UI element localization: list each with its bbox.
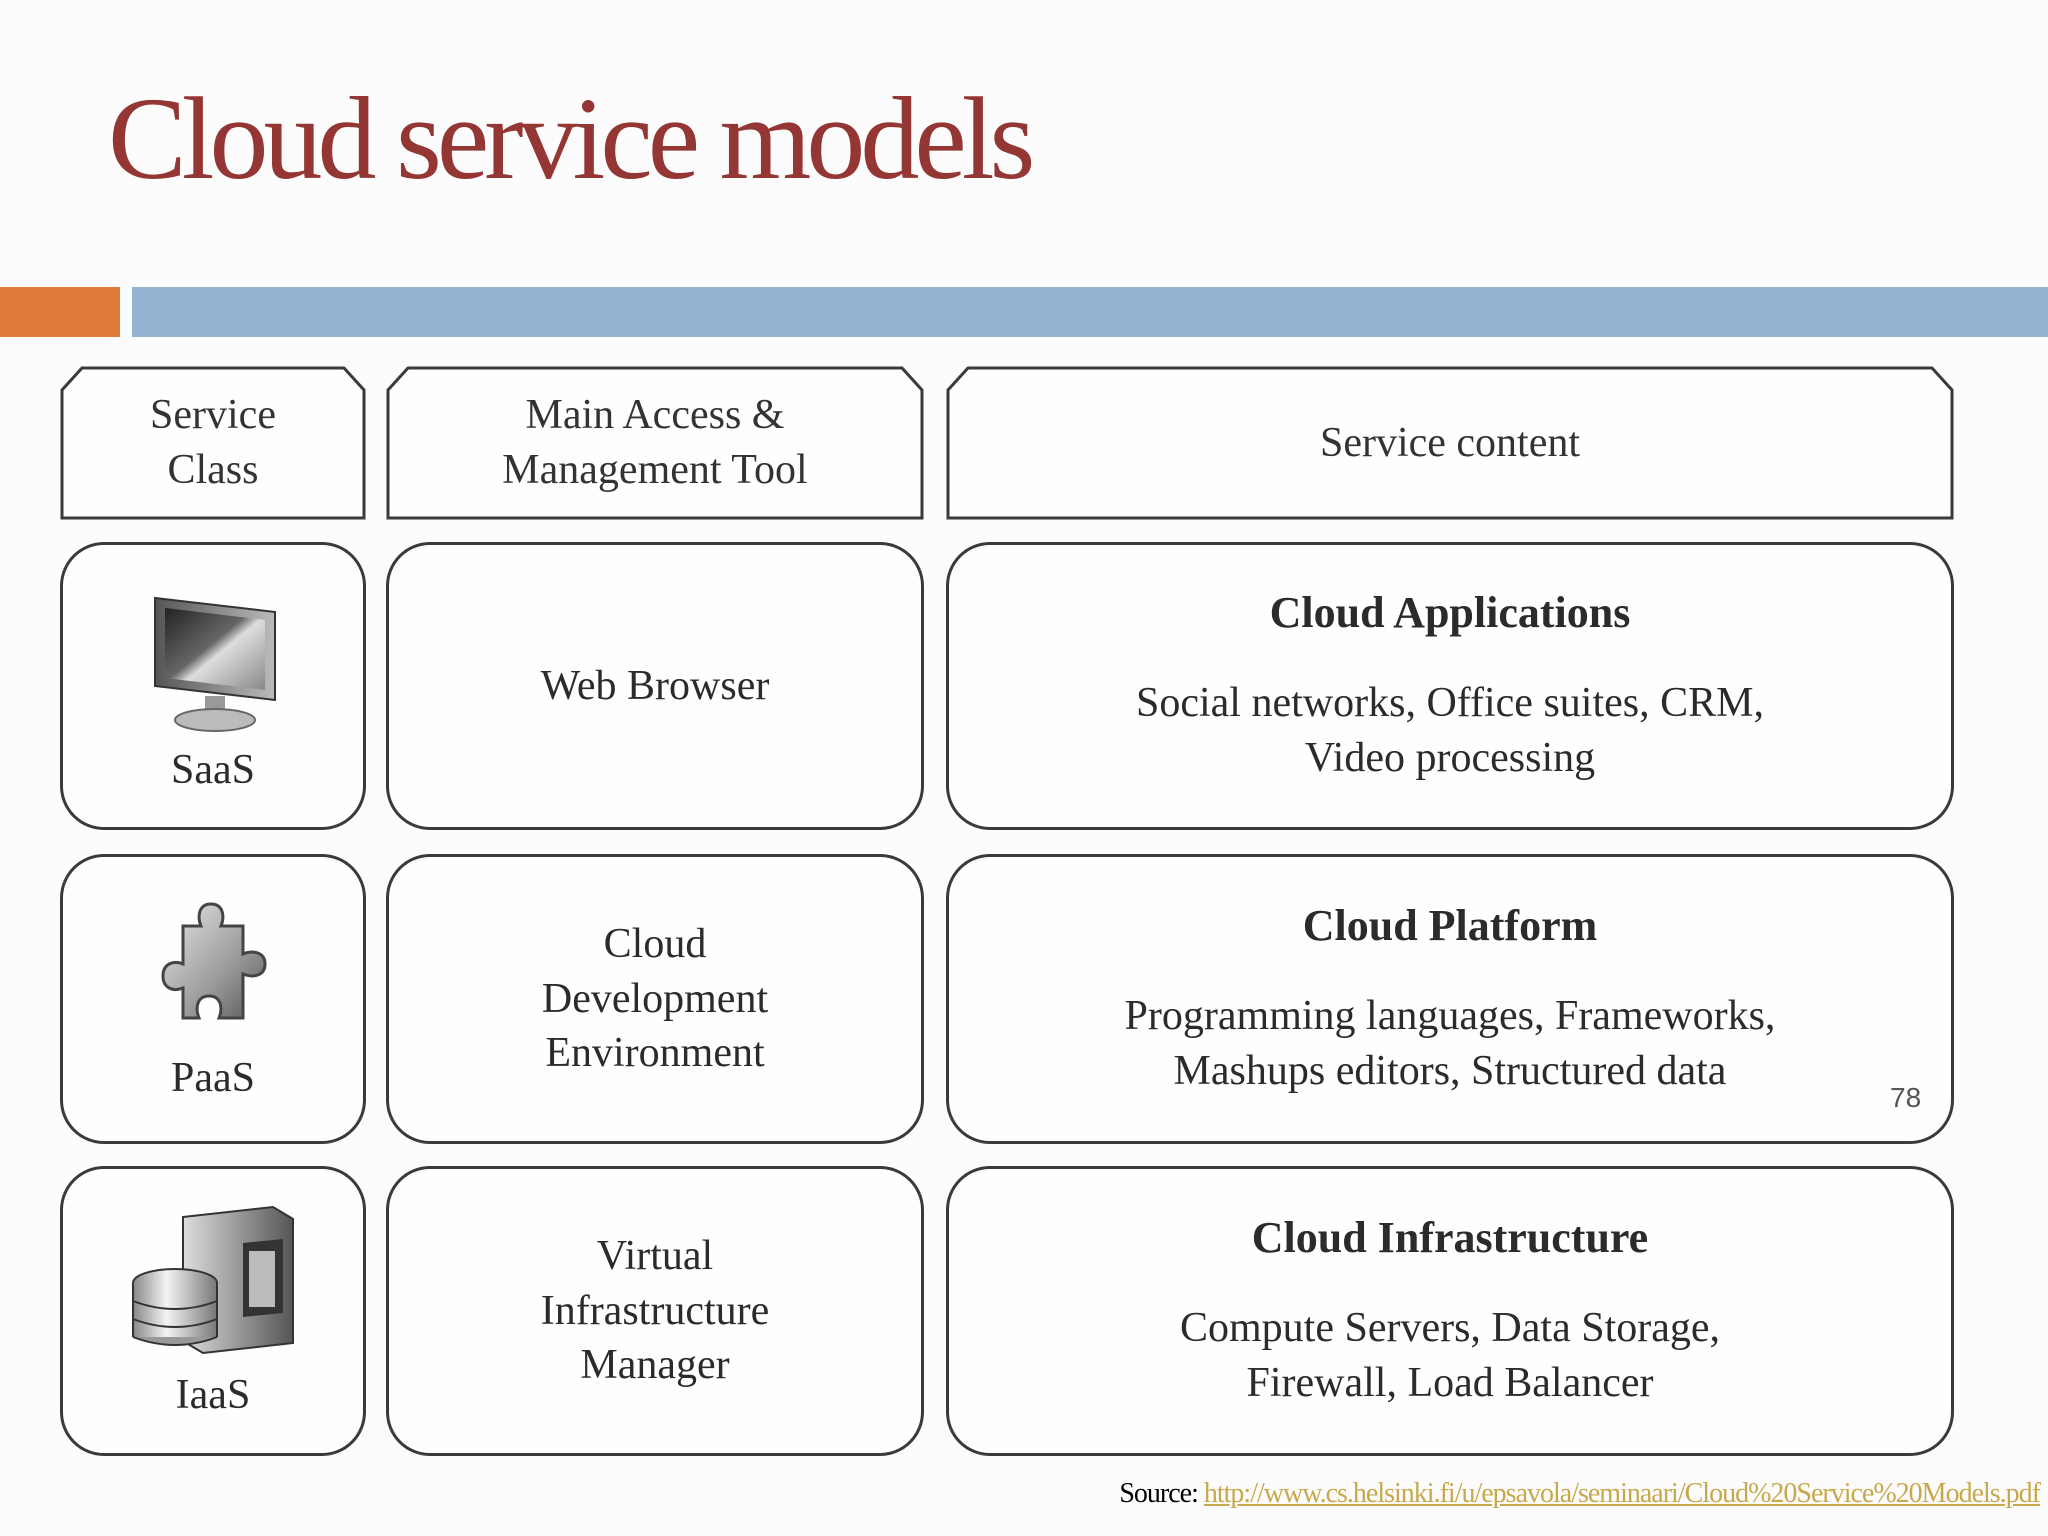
paas-content-title: Cloud Platform [1302, 900, 1598, 950]
source-link[interactable]: http://www.cs.helsinki.fi/u/epsavola/sem… [1203, 1478, 2041, 1509]
paas-class-cell: PaaS [60, 854, 366, 1144]
paas-tool-label: Cloud Development Environment [541, 921, 769, 1077]
iaas-class-cell: IaaS [60, 1166, 366, 1456]
header-service-class: Service Class [60, 366, 366, 520]
header-access-tool-label: Main Access & Management Tool [502, 392, 808, 493]
iaas-content-title: Cloud Infrastructure [1251, 1212, 1649, 1262]
paas-label: PaaS [171, 1055, 255, 1101]
header-bar [132, 287, 2048, 337]
source-citation: Source: http://www.cs.helsinki.fi/u/epsa… [1119, 1478, 2041, 1510]
iaas-content-body: Compute Servers, Data Storage, Firewall,… [1179, 1304, 1721, 1406]
saas-label: SaaS [171, 747, 255, 793]
saas-content-cell: Cloud Applications Social networks, Offi… [946, 542, 1954, 830]
header-service-class-label: Service Class [150, 392, 276, 493]
source-label: Source: [1119, 1478, 1204, 1509]
iaas-content-cell: Cloud Infrastructure Compute Servers, Da… [946, 1166, 1954, 1456]
iaas-tool-cell: Virtual Infrastructure Manager [386, 1166, 924, 1456]
slide-title: Cloud service models [108, 73, 1035, 204]
iaas-label: IaaS [175, 1372, 251, 1418]
accent-bar [0, 287, 120, 337]
saas-class-cell: SaaS [60, 542, 366, 830]
paas-tool-cell: Cloud Development Environment [386, 854, 924, 1144]
header-access-tool: Main Access & Management Tool [386, 366, 924, 520]
saas-tool-label: Web Browser [540, 662, 770, 709]
saas-content-body: Social networks, Office suites, CRM, Vid… [1136, 679, 1764, 781]
server-database-icon [132, 1205, 294, 1355]
monitor-icon [154, 596, 276, 732]
header-service-content-label: Service content [1319, 419, 1581, 466]
puzzle-piece-icon [161, 902, 267, 1020]
slide-number: 78 [1890, 1082, 1922, 1113]
saas-tool-cell: Web Browser [386, 542, 924, 830]
iaas-tool-label: Virtual Infrastructure Manager [540, 1233, 770, 1389]
saas-content-title: Cloud Applications [1269, 587, 1631, 637]
paas-content-body: Programming languages, Frameworks, Mashu… [1124, 992, 1776, 1094]
header-service-content: Service content [946, 366, 1954, 520]
paas-content-cell: Cloud Platform Programming languages, Fr… [946, 854, 1954, 1144]
